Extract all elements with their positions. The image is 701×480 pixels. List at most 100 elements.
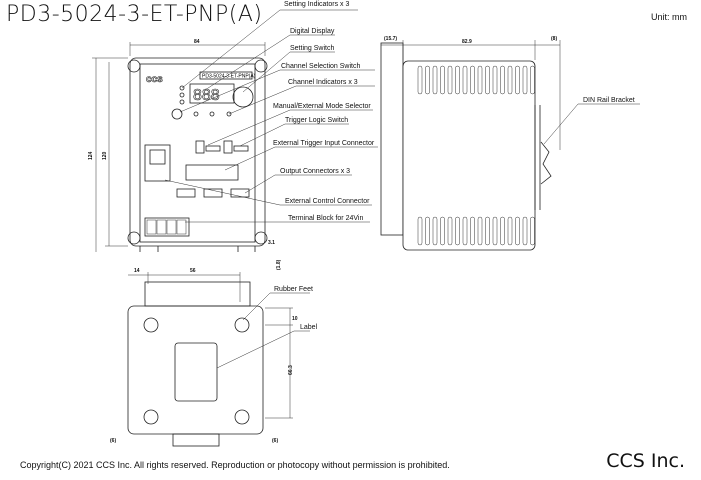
front-view: ccs PD3-5024-3-ET-PNP(A) 888 84 124 120 … (88, 1, 378, 270)
dimension-width: 84 (194, 39, 200, 45)
heat-sink-fin (477, 216, 483, 246)
heat-sink-fin (530, 216, 535, 246)
din-rail-bracket (534, 105, 541, 210)
heat-sink-fin (485, 216, 490, 246)
dimension-line-height (92, 57, 128, 252)
mode-selector-switch (195, 140, 205, 154)
heat-sink-fin (515, 216, 520, 246)
label-area (174, 342, 218, 402)
front-panel (139, 63, 256, 243)
front-callout-leaders (164, 9, 378, 223)
heat-sink-fin (470, 216, 475, 246)
bottom-view: 14 56 10 66.3 (6) (6) Rubber Feet Label (110, 268, 318, 447)
terminal-slot (176, 219, 187, 235)
dimension-edge-right: (6) (272, 438, 278, 444)
heat-sink-fin (455, 216, 460, 246)
dimension-edge-left: (6) (110, 438, 116, 444)
heat-sink-fin (470, 65, 475, 95)
output-connector (176, 188, 196, 198)
terminal-block-slots (146, 219, 187, 235)
callout-trigger-input-connector: External Trigger Input Connector (273, 140, 375, 147)
corner-screw-icon (254, 59, 268, 73)
heat-sink-fin (477, 65, 483, 95)
side-dimension-lines (381, 40, 561, 150)
dimension-span: 56 (190, 268, 196, 274)
terminal-slot (156, 219, 167, 235)
callout-external-control-connector: External Control Connector (285, 198, 370, 205)
callout-digital-display: Digital Display (290, 28, 335, 35)
dimension-foot: 3.1 (268, 240, 275, 246)
heat-sink-fin (425, 65, 430, 95)
corner-screw-icon (127, 59, 141, 73)
heat-sink-fin (417, 216, 423, 246)
heat-sink-fin (500, 65, 505, 95)
heat-sink-fin (440, 216, 445, 246)
terminal-slot (146, 219, 157, 235)
dimension-rail: (8) (551, 36, 557, 42)
callout-setting-indicators: Setting Indicators x 3 (284, 1, 349, 8)
heat-sink-fin (455, 65, 460, 95)
corner-screw-icon (127, 231, 141, 245)
heat-sink-fin (500, 216, 505, 246)
bottom-dimension-lines-horizontal (128, 272, 241, 302)
heat-sink-fin (522, 65, 528, 95)
callout-trigger-logic-switch: Trigger Logic Switch (285, 117, 348, 124)
callout-din-rail-bracket: DIN Rail Bracket (583, 97, 635, 104)
bottom-housing (127, 305, 264, 435)
output-connector (203, 188, 223, 198)
callout-rubber-feet: Rubber Feet (274, 286, 313, 293)
callout-channel-selection-switch: Channel Selection Switch (281, 63, 360, 70)
heat-sink-fin (515, 65, 520, 95)
unit-label: Unit: mm (651, 12, 687, 22)
side-front-panel (380, 42, 404, 236)
setting-indicator-led (179, 85, 185, 91)
corner-screw-icon (254, 231, 268, 245)
brand-name: CCS Inc. (606, 450, 685, 472)
bottom-dimension-lines-vertical (265, 307, 293, 419)
output-connector (230, 188, 250, 198)
trigger-input-connector (185, 164, 239, 181)
setting-indicator-led (179, 99, 185, 105)
heat-sink-fin (485, 65, 490, 95)
rubber-foot-icon (234, 409, 250, 425)
dimension-top: 10 (292, 316, 298, 322)
heat-sink-fin (522, 216, 528, 246)
bottom-callout-leaders (216, 292, 310, 369)
heat-sink-fins (417, 65, 535, 246)
heat-sink-fin (492, 65, 498, 95)
dimension-line-width (129, 42, 266, 56)
trigger-logic-legend (233, 145, 249, 152)
dimension-height-inner: 120 (102, 151, 108, 160)
dimension-foot-gap: (1.8) (276, 259, 282, 270)
front-housing (129, 57, 266, 247)
model-plate (199, 71, 253, 80)
heat-sink-fin (432, 216, 438, 246)
heat-sink-fin (417, 65, 423, 95)
callout-output-connectors: Output Connectors x 3 (280, 168, 350, 175)
dimension-depth: 82.9 (462, 39, 472, 45)
callout-channel-indicators: Channel Indicators x 3 (288, 79, 358, 86)
channel-selection-switch (171, 108, 183, 120)
heat-sink-fin (492, 216, 498, 246)
copyright-notice: Copyright(C) 2021 CCS Inc. All rights re… (20, 460, 450, 470)
rubber-foot-icon (143, 409, 159, 425)
setting-indicator-led (179, 92, 185, 98)
side-view: (15.7) 82.9 (8) DIN Rail Bracket (380, 36, 640, 251)
channel-indicator-led (193, 111, 199, 117)
bottom-connector-profile (144, 281, 251, 307)
bottom-terminal-profile (172, 433, 220, 447)
page-title: PD3-5024-3-ET-PNP(A) (6, 2, 263, 27)
dimension-height-outer: 124 (88, 151, 94, 160)
callout-mode-selector: Manual/External Mode Selector (273, 103, 371, 110)
dimension-front: (15.7) (384, 36, 397, 42)
heat-sink-fin (462, 216, 468, 246)
terminal-slot (166, 219, 177, 235)
mode-selector-legend (205, 145, 221, 152)
heat-sink-fin (462, 65, 468, 95)
rubber-foot-icon (143, 317, 159, 333)
external-control-connector (144, 144, 171, 182)
dimension-pitch: 66.3 (288, 365, 294, 375)
setting-switch (232, 86, 254, 108)
channel-indicator-led (209, 111, 215, 117)
